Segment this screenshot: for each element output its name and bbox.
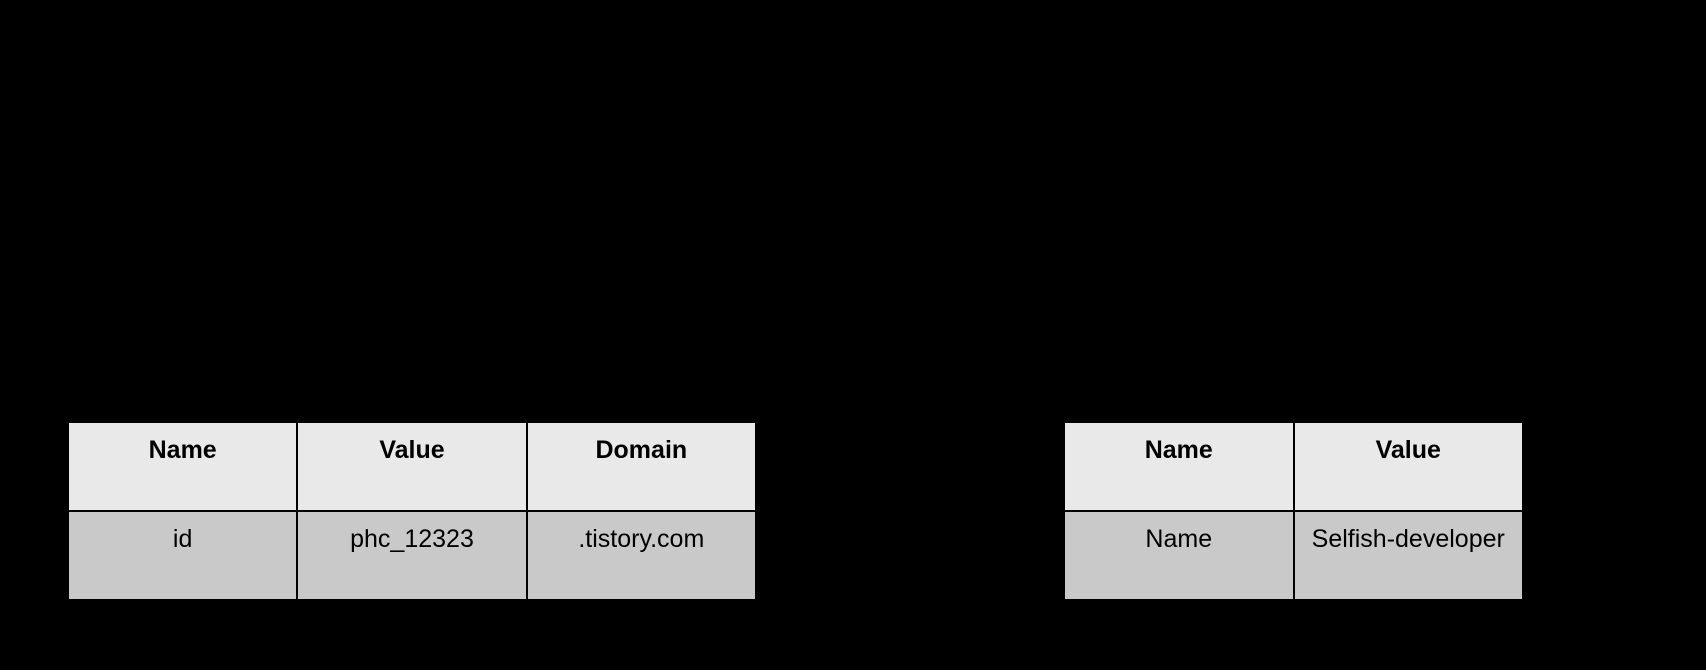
table-header-row: Name Value — [1063, 421, 1524, 512]
cell-cookie-value: Selfish-developer — [1292, 510, 1524, 601]
cell-cookie-domain: .tistory.com — [525, 510, 758, 601]
table-header-row: Name Value Domain — [66, 421, 758, 512]
cell-cookie-value: phc_12323 — [296, 510, 528, 601]
table-row: Name Selfish-developer — [1063, 510, 1524, 601]
header-cell-name: Name — [66, 421, 299, 512]
cookie-name-value-table: Name Value Name Selfish-developer — [1063, 421, 1524, 601]
cookie-domain-table: Name Value Domain id phc_12323 .tistory.… — [66, 421, 758, 601]
header-cell-value: Value — [1292, 421, 1524, 512]
table-row: id phc_12323 .tistory.com — [66, 510, 758, 601]
header-cell-value: Value — [296, 421, 528, 512]
header-cell-domain: Domain — [525, 421, 758, 512]
cell-cookie-name: id — [66, 510, 299, 601]
header-cell-name: Name — [1063, 421, 1295, 512]
cell-cookie-name: Name — [1063, 510, 1295, 601]
